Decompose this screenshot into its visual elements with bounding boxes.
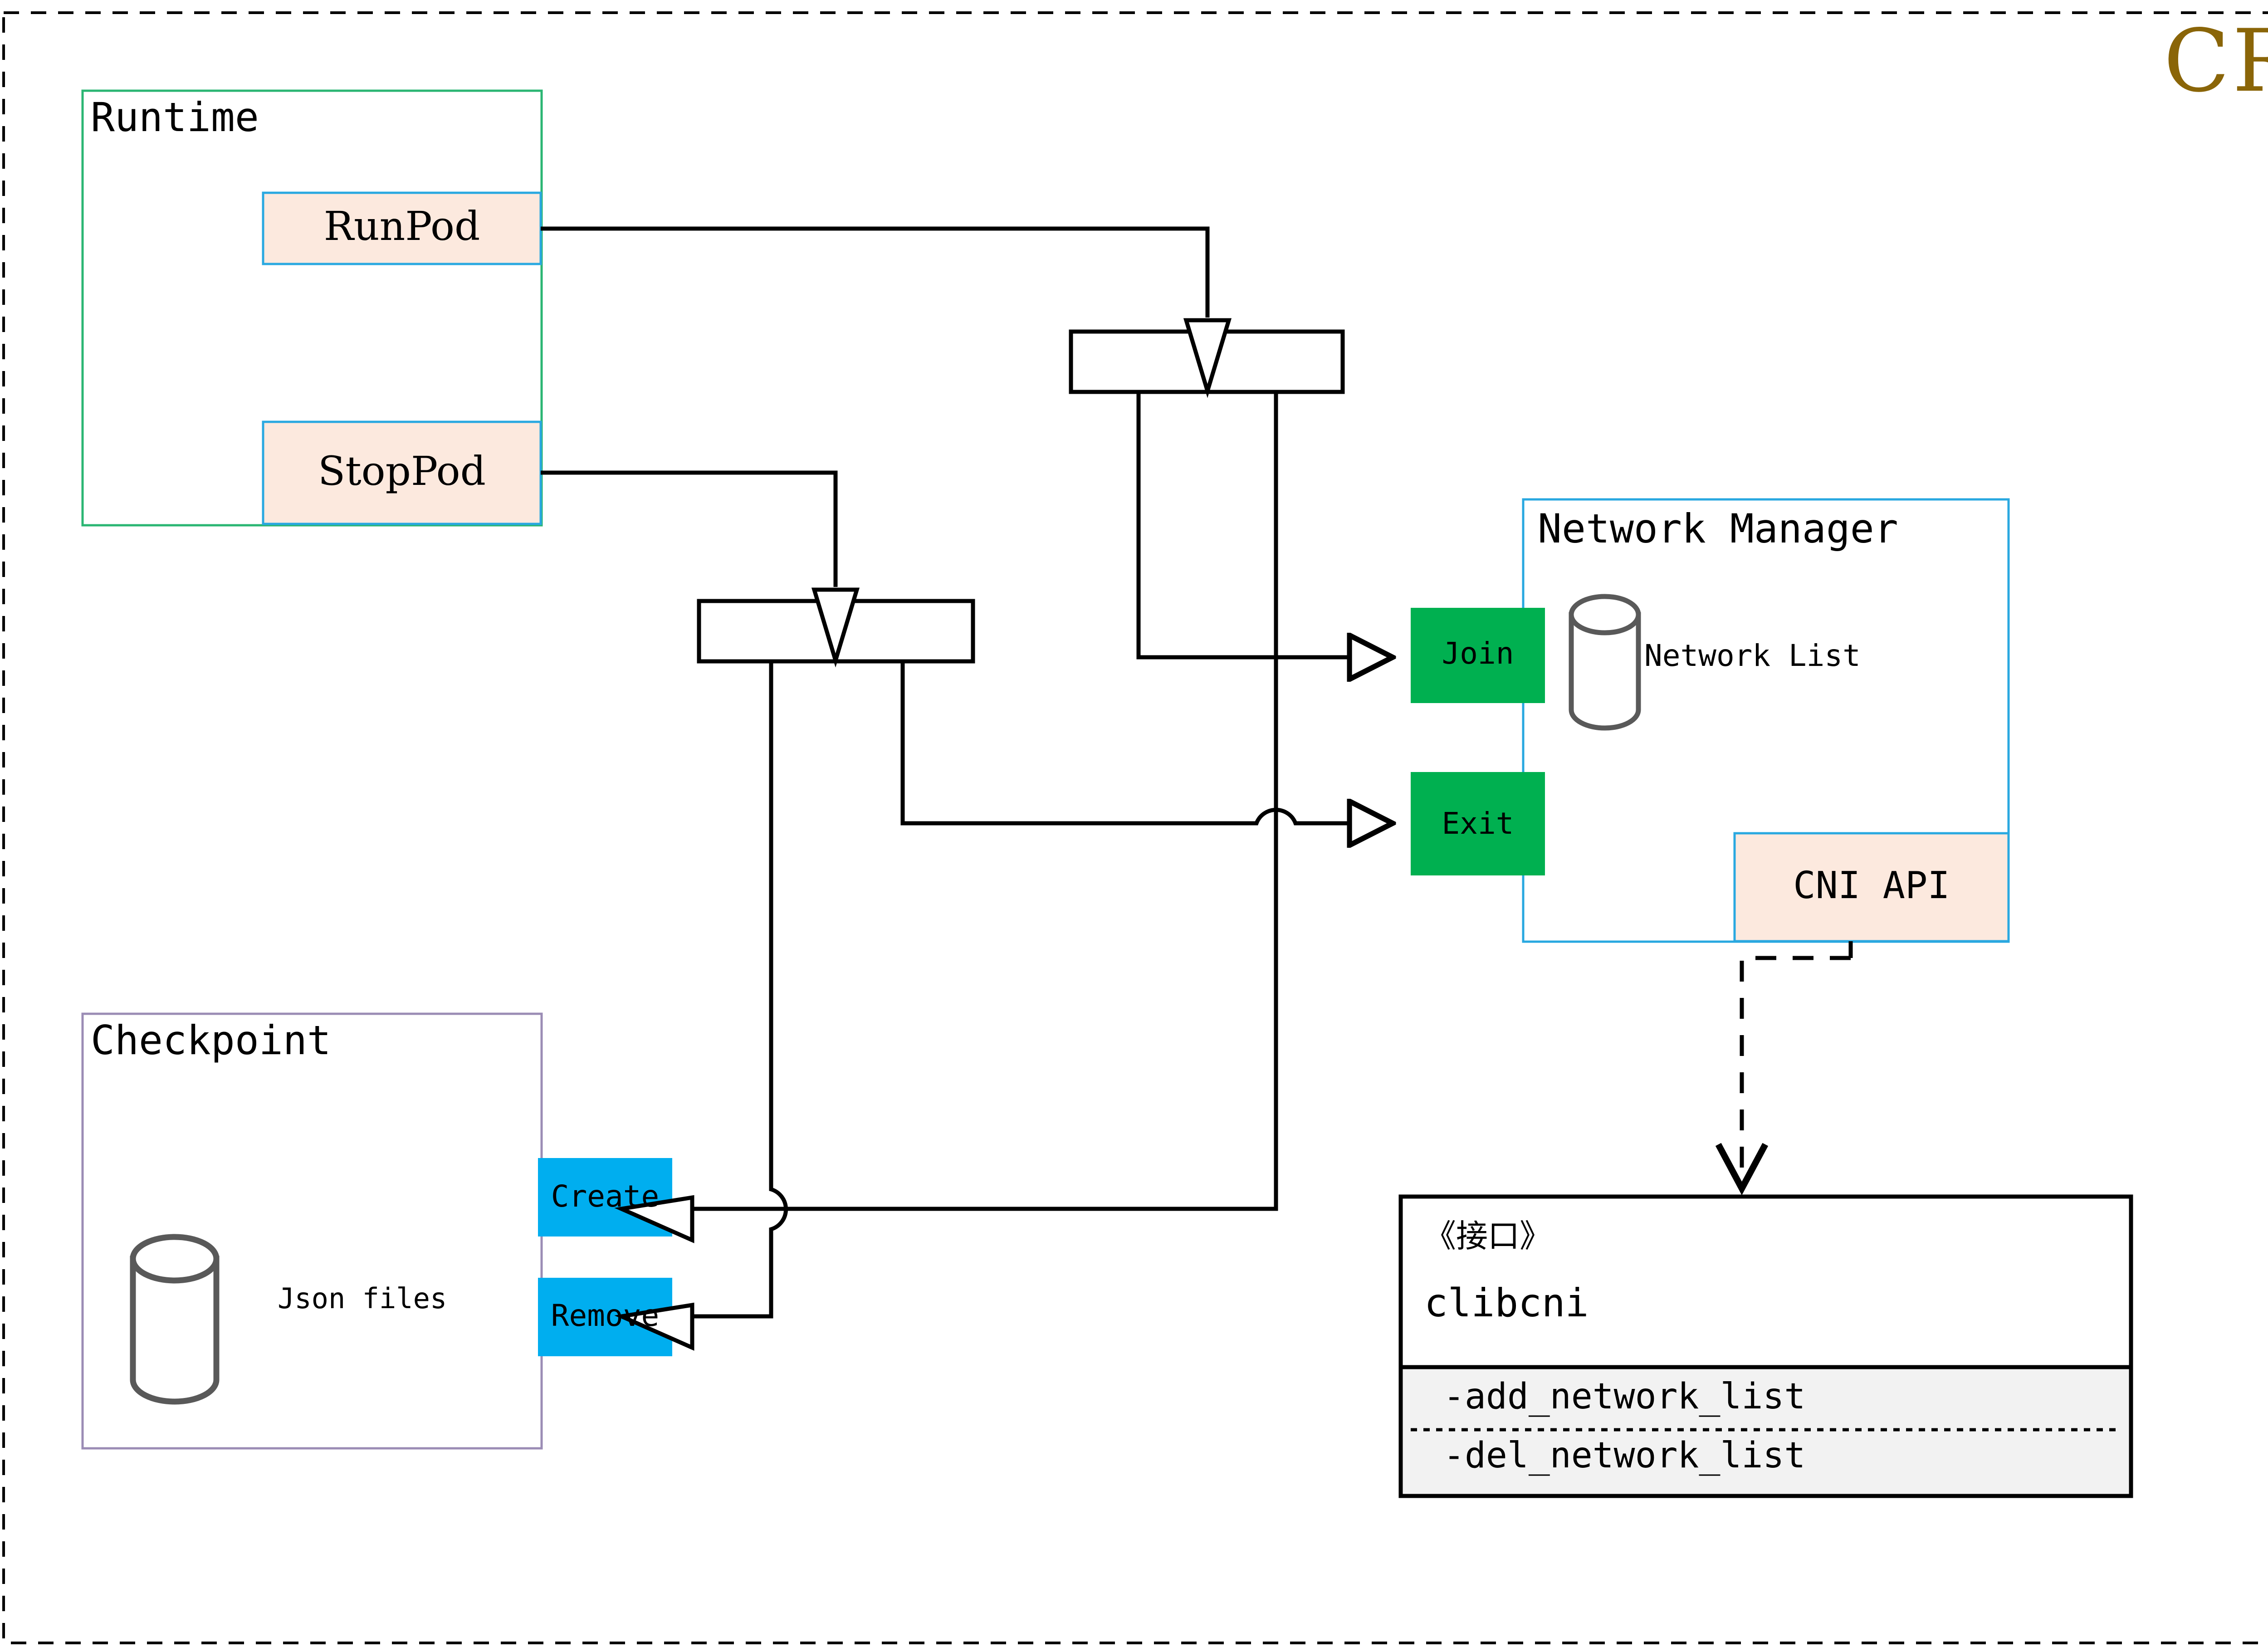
runpod-label: RunPod — [323, 203, 480, 249]
network-list-cylinder-icon — [1569, 594, 1641, 731]
runtime-group-label: Runtime — [91, 94, 259, 141]
stoppod-to-fork-line — [541, 470, 838, 587]
fork-to-join-line — [1136, 392, 1393, 657]
exit-port-label: Exit — [1442, 806, 1514, 841]
fork-to-remove-line — [692, 661, 788, 1319]
runpod-box-shape[interactable] — [262, 191, 542, 265]
network-list-label: Network List — [1644, 638, 1861, 673]
cni-api-to-clibcni-dashed — [1742, 956, 1851, 1188]
create-arrowhead — [614, 1195, 694, 1243]
fork-to-exit-line — [900, 661, 1393, 823]
diagram-title: CRI — [2164, 11, 2268, 111]
checkpoint-group-label: Checkpoint — [91, 1017, 331, 1064]
fork-to-create-line — [786, 392, 1278, 1211]
network-manager-group-label: Network Manager — [1538, 505, 1898, 552]
runpod-to-fork-line — [541, 226, 1210, 318]
clibcni-name: clibcni — [1424, 1280, 1589, 1326]
stoppod-label: StopPod — [318, 448, 486, 494]
runpod-to-fork-arrowhead — [1183, 318, 1232, 398]
cni-api-label: CNI API — [1793, 864, 1950, 907]
join-port-label: Join — [1442, 636, 1514, 671]
outer-dashed-frame — [2, 11, 2268, 1644]
json-files-cylinder-icon — [130, 1234, 220, 1405]
create-label: Create — [551, 1179, 660, 1214]
clibcni-method-1: -del_network_list — [1443, 1435, 1806, 1476]
cni-api-box-shape[interactable] — [1733, 832, 2010, 943]
clibcni-stereotype: 《接口》 — [1424, 1217, 1551, 1255]
remove-arrowhead — [614, 1302, 694, 1351]
exit-port-shape[interactable] — [1411, 772, 1545, 875]
remove-label: Remove — [551, 1298, 660, 1333]
clibcni-method-0: -add_network_list — [1443, 1376, 1806, 1417]
join-port-shape[interactable] — [1411, 608, 1545, 703]
json-files-label: Json files — [278, 1282, 447, 1315]
stoppod-to-fork-arrowhead — [811, 587, 860, 668]
